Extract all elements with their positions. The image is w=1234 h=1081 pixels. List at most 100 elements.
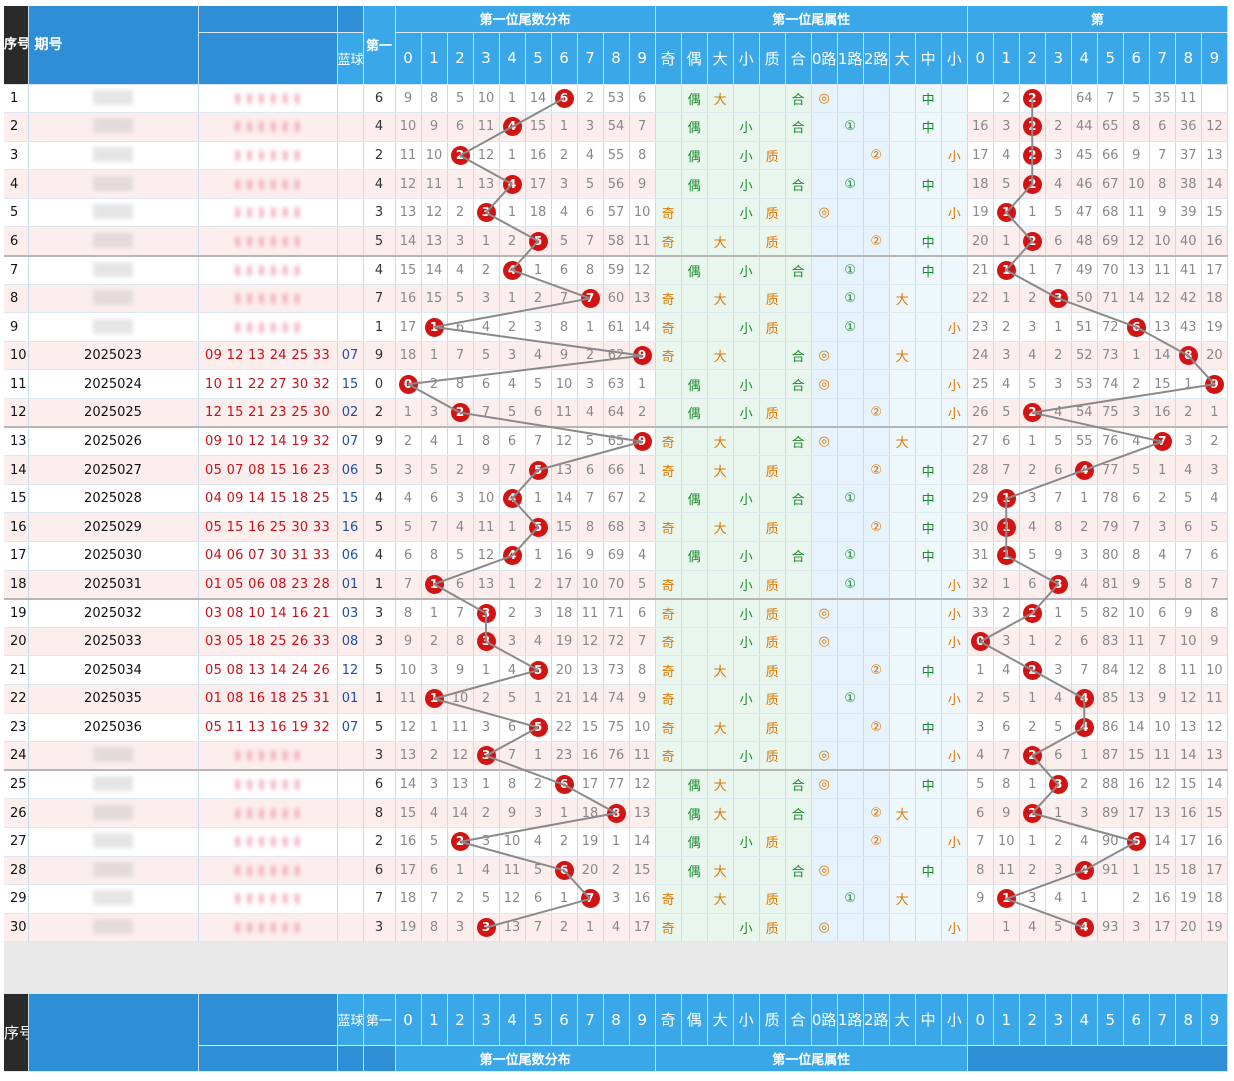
attr-cell: 小 — [733, 198, 760, 228]
dist-cell: 5 — [525, 512, 552, 542]
attr-cell: 中 — [915, 112, 942, 142]
dist-cell: 4 — [525, 827, 552, 857]
third-cell: 23 — [967, 312, 994, 342]
third-cell: 16 — [1149, 398, 1176, 428]
third-cell: 82 — [1097, 597, 1124, 628]
attr-cell — [655, 541, 682, 571]
dist-cell: 7 — [421, 884, 448, 914]
third-cell: 64 — [1071, 84, 1098, 114]
third-cell — [967, 84, 994, 114]
dist-cell: 3 — [421, 769, 448, 800]
attr-cell — [681, 198, 708, 228]
dist-cell: 2 — [447, 141, 474, 171]
attr-cell — [941, 341, 968, 371]
third-cell: 5 — [1201, 512, 1229, 542]
attr-cell: ① — [837, 541, 864, 571]
attr-cell — [785, 570, 812, 600]
attr-cell: ① — [837, 284, 864, 314]
attr-cell — [889, 655, 916, 685]
third-cell: 81 — [1097, 570, 1124, 600]
attr-cell — [837, 198, 864, 228]
dist-cell: 8 — [447, 627, 474, 657]
attr-cell: ◎ — [811, 741, 838, 771]
third-cell: 86 — [1097, 713, 1124, 743]
dist-cell: 1 — [499, 198, 526, 228]
dist-cell: 4 — [499, 655, 526, 685]
row-red-balls: 04 06 07 30 31 33 — [198, 541, 338, 571]
attr-cell — [915, 369, 942, 400]
third-cell: 3 — [993, 112, 1020, 142]
attr-cell: 中 — [915, 484, 942, 514]
third-ball: 3 — [1048, 574, 1068, 594]
dist-cell: 9 — [577, 541, 604, 571]
third-cell: 71 — [1097, 284, 1124, 314]
third-cell: 2 — [1019, 141, 1046, 171]
third-cell: 13 — [1149, 312, 1176, 342]
row-seq: 6 — [4, 226, 29, 257]
row-first-digit: 7 — [363, 884, 396, 914]
dist-cell: 4 — [603, 913, 630, 943]
row-red-balls: 03 08 10 14 16 21 — [198, 597, 338, 628]
row-red-balls: 05 07 08 15 16 23 — [198, 455, 338, 485]
dist-cell: 21 — [551, 684, 578, 714]
dist-cell: 15 — [395, 798, 422, 828]
third-cell: 4 — [1201, 484, 1229, 514]
third-cell: 22 — [967, 284, 994, 314]
dist-ball: 4 — [502, 260, 522, 280]
attr-cell — [837, 398, 864, 428]
third-cell: 2 — [1045, 112, 1072, 142]
third-cell: 1 — [1123, 341, 1150, 371]
attr-cell — [941, 798, 968, 828]
attr-cell — [889, 597, 916, 628]
attr-cell — [707, 627, 734, 657]
dist-cell: 1 — [499, 284, 526, 314]
row-first-digit: 6 — [363, 856, 396, 886]
dist-cell: 2 — [499, 226, 526, 257]
dist-cell: 3 — [447, 484, 474, 514]
third-cell: 11 — [1175, 655, 1202, 685]
third-cell: 9 — [1045, 541, 1072, 571]
dist-digit-header: 2 — [447, 32, 474, 85]
attr-cell: ◎ — [811, 627, 838, 657]
third-cell: 4 — [1071, 856, 1098, 886]
attr-cell — [707, 684, 734, 714]
attr-cell — [941, 713, 968, 743]
row-first-digit: 6 — [363, 769, 396, 800]
dist-cell: 2 — [525, 769, 552, 800]
third-cell: 12 — [1149, 284, 1176, 314]
dist-cell: 1 — [629, 369, 656, 400]
dist-cell: 5 — [395, 512, 422, 542]
attr-cell: 偶 — [681, 798, 708, 828]
dist-cell: 73 — [603, 655, 630, 685]
dist-cell: 1 — [603, 827, 630, 857]
attr-cell: ② — [863, 827, 890, 857]
attr-cell — [707, 541, 734, 571]
row-first-digit: 5 — [363, 655, 396, 685]
row-blue-ball: 06 — [337, 541, 364, 571]
attr-cell — [733, 455, 760, 485]
dist-cell: 20 — [577, 856, 604, 886]
row-period: ▒▒▒▒ — [28, 141, 199, 171]
third-digit-footer: 3 — [1045, 993, 1072, 1047]
third-cell: 3 — [993, 341, 1020, 371]
row-first-digit: 1 — [363, 684, 396, 714]
third-cell: 2 — [1045, 827, 1072, 857]
row-first-digit: 1 — [363, 312, 396, 342]
attr-cell — [941, 84, 968, 114]
dist-cell: 5 — [525, 226, 552, 257]
dist-cell: 13 — [473, 169, 500, 199]
attr-cell — [681, 884, 708, 914]
attr-cell — [681, 312, 708, 342]
third-cell: 87 — [1097, 741, 1124, 771]
third-cell: 7 — [1071, 655, 1098, 685]
third-cell: 5 — [993, 684, 1020, 714]
row-first-digit: 9 — [363, 341, 396, 371]
row-first-digit: 4 — [363, 169, 396, 199]
third-ball: 2 — [1022, 117, 1042, 137]
third-cell: 8 — [1149, 169, 1176, 199]
dist-cell: 1 — [447, 856, 474, 886]
dist-digit-footer: 4 — [499, 993, 526, 1047]
row-red-balls: ▮ ▮ ▮ ▮ ▮ ▮ — [198, 284, 338, 314]
